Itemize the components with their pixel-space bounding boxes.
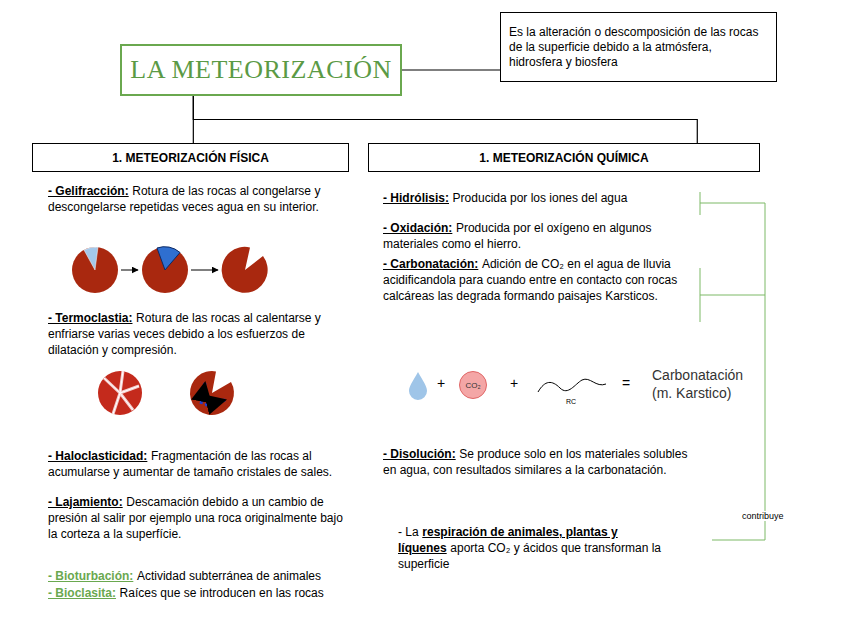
term-heading: - Bioclasita: [48,586,116,600]
co2-circle: CO₂ [459,371,487,399]
node-text: CO₂ [465,381,480,390]
node-text: Es la alteración o descomposición de las… [509,25,768,70]
stress-arrow [201,383,205,404]
text-group: = [622,375,636,392]
term-heading: - Carbonatación: [383,257,478,271]
text-group: - Haloclasticidad:Fragmentación de las r… [48,448,348,480]
term-heading: - Oxidación: [383,221,452,235]
broken-rock [190,371,234,415]
frost-wedging-figure [72,247,268,293]
water-drop [409,372,427,400]
sequence-arrow [191,270,218,271]
section-header: 1. METEORIZACIÓN FÍSICA [32,143,349,172]
bracket-line [712,540,765,541]
text-group: + [437,375,451,392]
equation-operator: = [622,375,630,391]
equation-result: Carbonatación (m. Karstico) [652,367,743,401]
node-text: 1. METEORIZACIÓN QUÍMICA [479,151,648,165]
rock-label: RC [566,398,576,405]
term-heading: - Bioturbación: [48,569,133,583]
term-heading: - Disolución: [383,447,456,461]
ice-wedge [157,247,180,270]
description-text: Raíces que se introducen en las rocas [120,586,324,600]
equation-operator: + [510,375,518,391]
node-text: 1. METEORIZACIÓN FÍSICA [112,151,269,165]
description-text: Producida por los iones del agua [453,191,628,205]
text-group: RC [566,392,582,410]
text-group: - Lajamiento:Descamación debido a un cam… [48,494,348,542]
rock-circle [98,371,142,415]
text-group: - Bioclasita: Raíces que se introducen en… [48,585,348,601]
section-header: 1. METEORIZACIÓN QUÍMICA [368,143,760,172]
sequence-arrow [121,270,138,271]
text-group: - Oxidación:Producida por el oxígeno en … [383,220,693,252]
rock-squiggle [538,379,606,392]
water-wedge [84,247,98,270]
definition-box: Es la alteración o descomposición de las… [500,12,777,82]
text-group: - Termoclastia:Rotura de las rocas al ca… [48,310,348,358]
node-text: LA METEORIZACIÓN [130,55,391,85]
tree-connector [193,96,697,143]
text-group: - Hidrólisis: Producida por los iones del… [383,190,693,206]
tree-connector [402,69,500,70]
title-box: LA METEORIZACIÓN [120,44,402,96]
text-group: - Carbonatación:Adición de CO₂ en el agu… [383,256,693,304]
rock-circle [142,247,188,293]
bracket-line [765,203,766,540]
text-group: - Disolución:Se produce solo en los mate… [383,446,693,478]
broken-rock [222,247,268,293]
text-group: + [510,375,524,392]
bracket-note: contribuye [741,511,785,521]
text-group: contribuye [741,507,789,524]
stress-arrow [205,400,225,405]
description-text: - La [398,525,419,539]
term-heading: - Haloclasticidad: [48,449,147,463]
rock-circle [72,247,118,293]
term-heading: - Hidrólisis: [383,191,449,205]
description-text: Actividad subterránea de animales [137,569,321,583]
term-heading: - Lajamiento: [48,495,123,509]
contribution-bracket [700,192,765,540]
bracket-line [700,295,765,296]
crack-lines [104,371,139,414]
term-heading: - Gelifracción: [48,184,129,198]
term-heading: - Termoclastia: [48,311,132,325]
text-group: Carbonatación (m. Karstico) [652,366,760,402]
equation-operator: + [437,375,445,391]
thermal-figure [98,371,234,415]
text-group: - Larespiración de animales, plantas y l… [398,524,698,572]
bracket-line [700,203,765,204]
crack-lines [104,371,139,414]
text-group: - Gelifracción:Rotura de las rocas al co… [48,183,348,215]
text-group: - Bioturbación: Actividad subterránea de … [48,568,348,584]
